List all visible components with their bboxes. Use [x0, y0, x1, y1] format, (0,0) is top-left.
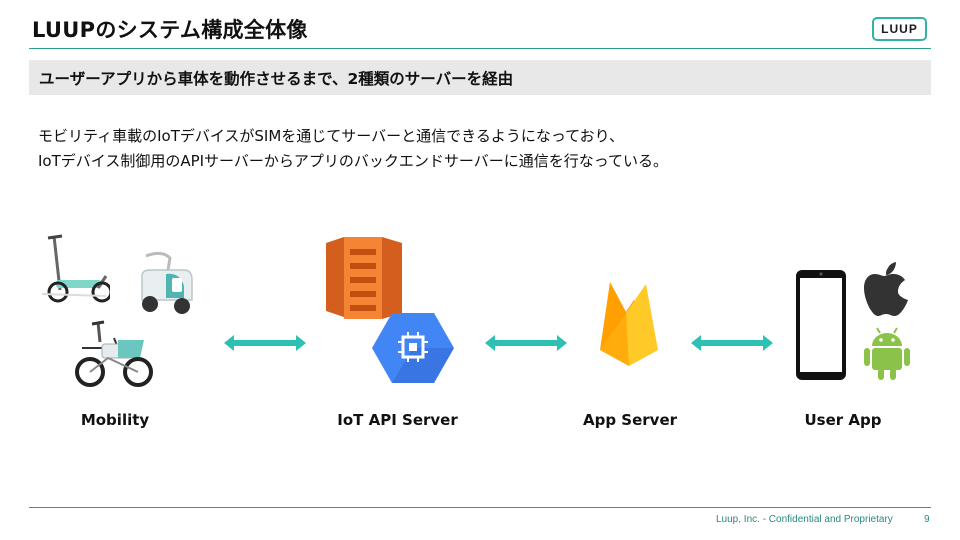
node-label-mobility: Mobility	[80, 411, 150, 429]
node-label-user-app: User App	[804, 411, 882, 429]
description: モビリティ車載のIoTデバイスがSIMを通じてサーバーと通信できるようになってお…	[38, 124, 668, 174]
gcp-compute-engine-icon	[372, 313, 454, 383]
apple-icon	[864, 262, 908, 316]
android-icon	[864, 327, 910, 380]
connector-arrow-app-user	[691, 335, 773, 351]
seated-scooter-icon	[141, 251, 193, 314]
subtitle-text: ユーザーアプリから車体を動作させるまで、2種類のサーバーを経由	[39, 70, 514, 88]
firebase-icon	[600, 282, 658, 366]
footer-divider	[29, 507, 931, 508]
kick-scooter-icon	[41, 234, 110, 303]
header-divider	[29, 48, 931, 49]
smartphone-icon	[796, 270, 846, 380]
luup-logo: LUUP	[872, 17, 927, 41]
node-label-app-server: App Server	[582, 411, 678, 429]
connector-arrow-mobility-iot	[224, 335, 306, 351]
page-title: LUUPのシステム構成全体像	[32, 18, 308, 42]
subtitle-bar: ユーザーアプリから車体を動作させるまで、2種類のサーバーを経由	[29, 60, 931, 95]
description-line-2: IoTデバイス制御用のAPIサーバーからアプリのバックエンドサーバーに通信を行な…	[38, 152, 668, 170]
electric-bicycle-icon	[75, 320, 153, 387]
aws-ec2-icon	[326, 237, 402, 319]
footer-text: Luup, Inc. - Confidential and Proprietar…	[716, 514, 893, 525]
description-line-1: モビリティ車載のIoTデバイスがSIMを通じてサーバーと通信できるようになってお…	[38, 127, 625, 145]
connector-arrow-iot-app	[485, 335, 567, 351]
page-number: 9	[924, 514, 930, 525]
node-label-iot-api-server: IoT API Server	[337, 411, 458, 429]
